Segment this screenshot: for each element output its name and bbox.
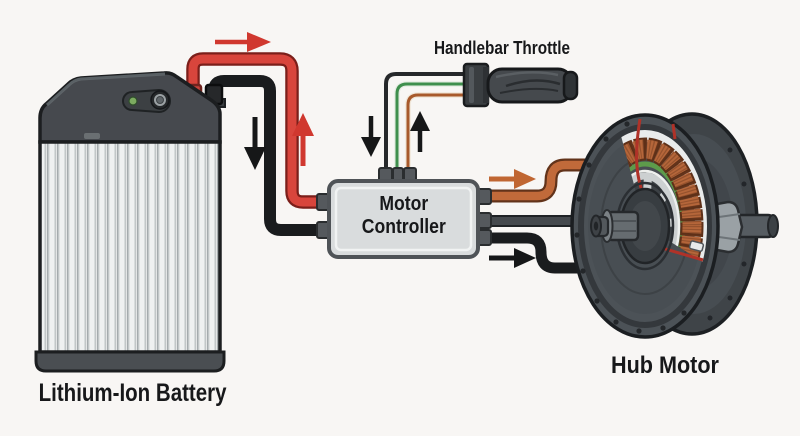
hub-motor-label: Hub Motor [611, 352, 719, 379]
throttle-signal-up-arrow [410, 111, 430, 152]
battery-return-flow-arrow [244, 117, 266, 170]
throttle-signal-down-arrow [361, 116, 381, 157]
cap-notch [84, 133, 100, 139]
battery-led-indicator [128, 96, 138, 106]
motor-return-arrow [489, 248, 536, 268]
throttle-signal-wire-green [394, 81, 466, 174]
motor-controller-illustration [316, 167, 492, 259]
battery-output-flow-arrow [215, 32, 271, 52]
controller-box [327, 179, 480, 259]
throttle-signal-wire-black [384, 72, 466, 174]
front-disc-bolt-holes [574, 121, 687, 334]
battery-body-fins [38, 140, 222, 354]
battery-label: Lithium-Ion Battery [38, 379, 227, 407]
motor-controller-label: Motor Controller [361, 193, 447, 238]
winding-terminal-block [688, 240, 705, 252]
lithium-ion-battery-illustration [34, 71, 226, 373]
controller-to-motor-arrow [489, 169, 536, 189]
battery-positive-wire [186, 52, 323, 209]
hub-center-axle [590, 181, 675, 271]
rear-drum-bolt-holes [707, 147, 752, 321]
hub-motor-illustration [570, 112, 779, 339]
battery-base [34, 350, 226, 373]
copper-windings [612, 137, 704, 262]
battery-power-button [150, 90, 170, 110]
handlebar-throttle-label: Handlebar Throttle [434, 38, 571, 58]
throttle-signal-wire-orange [405, 92, 466, 174]
motor-phase-wire-orange [478, 158, 606, 203]
motor-phase-wire-black [478, 232, 592, 274]
battery-supply-flow-arrow [292, 113, 314, 166]
handlebar-throttle-illustration [462, 62, 579, 108]
